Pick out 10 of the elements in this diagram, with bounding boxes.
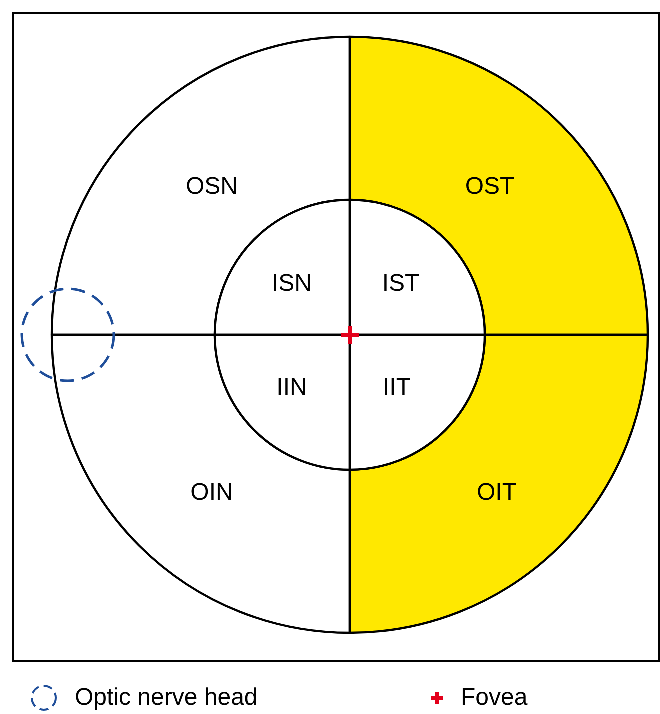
- sector-label: OIN: [190, 481, 234, 505]
- sector-label: ISN: [272, 272, 312, 296]
- sector-label: IST: [382, 272, 420, 296]
- legend-label: Optic nerve head: [75, 686, 258, 710]
- sector-label: OST: [465, 175, 515, 199]
- sector-label: OIT: [477, 481, 517, 505]
- sector-label: IIT: [383, 376, 411, 400]
- sector-label: IIN: [276, 376, 308, 400]
- legend-label: Fovea: [461, 686, 528, 710]
- sector-label: OSN: [186, 175, 238, 199]
